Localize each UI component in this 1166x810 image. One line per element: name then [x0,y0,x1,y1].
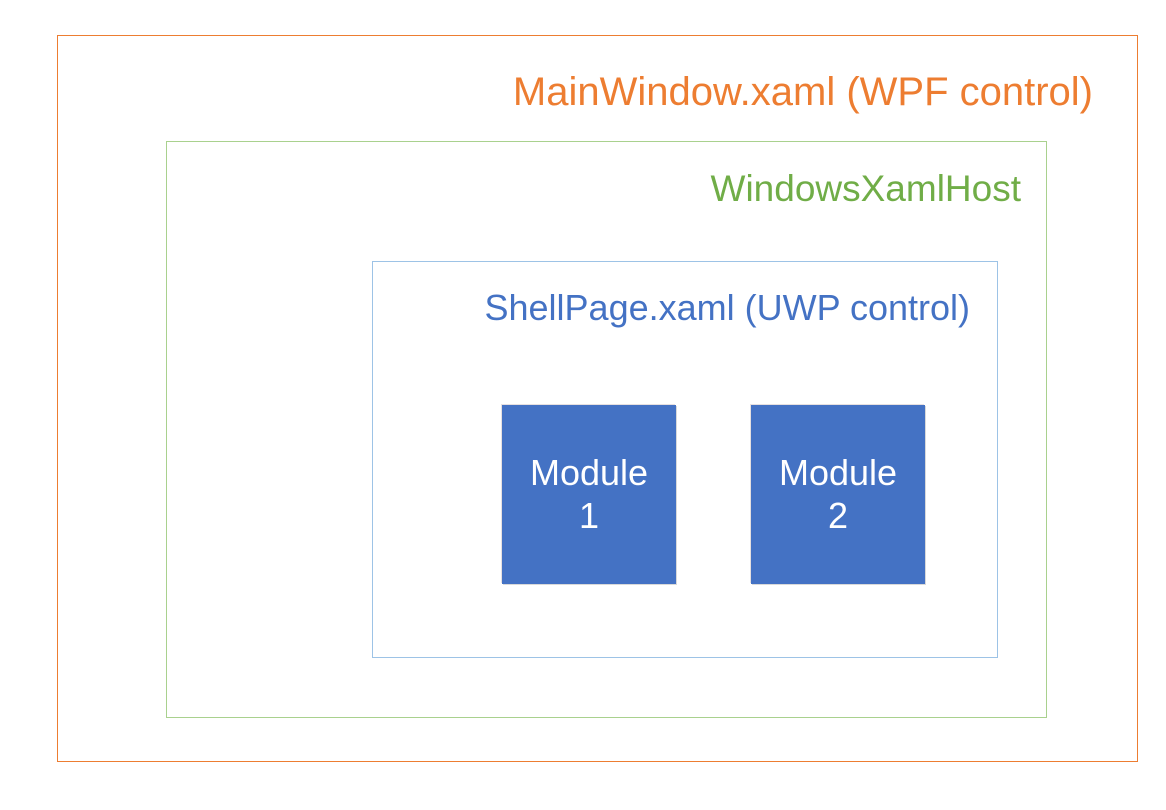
module-row: Module 1 Module 2 [373,262,997,657]
module-1-index: 1 [578,494,600,536]
label-windowsxamlhost: WindowsXamlHost [710,168,1021,209]
label-shellpage: ShellPage.xaml (UWP control) [484,287,970,328]
module-1-name: Module [529,452,649,494]
module-block-1: Module 1 [502,405,676,584]
container-mainwindow: MainWindow.xaml (WPF control) [57,35,1138,762]
module-2-index: 2 [827,494,849,536]
module-block-2: Module 2 [751,405,925,584]
container-windowsxamlhost: WindowsXamlHost [166,141,1047,718]
module-2-name: Module [778,452,898,494]
container-shellpage: ShellPage.xaml (UWP control) Module 1 Mo… [372,261,998,658]
label-mainwindow: MainWindow.xaml (WPF control) [512,70,1093,114]
